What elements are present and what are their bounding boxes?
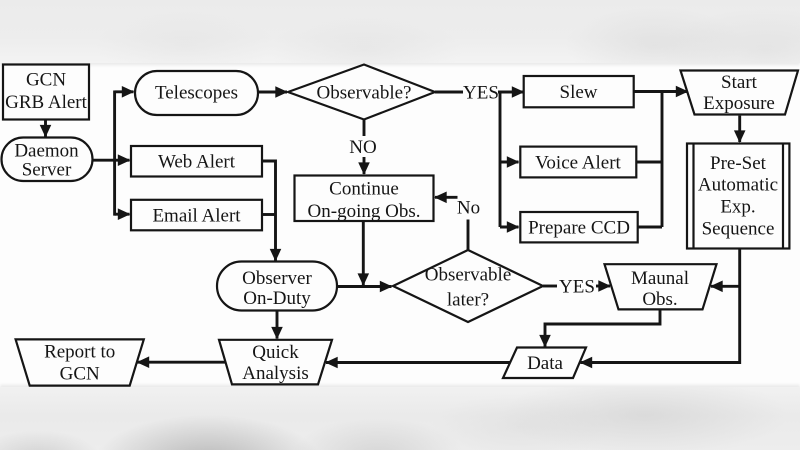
svg-text:No: No <box>457 198 480 219</box>
svg-text:Server: Server <box>22 160 72 181</box>
svg-text:Daemon: Daemon <box>14 141 79 162</box>
svg-text:Prepare CCD: Prepare CCD <box>528 218 630 239</box>
svg-text:Exp.: Exp. <box>720 197 755 218</box>
svg-text:Observer: Observer <box>242 268 312 289</box>
svg-text:Email Alert: Email Alert <box>152 206 241 227</box>
svg-text:Continue: Continue <box>329 179 399 200</box>
svg-text:later?: later? <box>447 290 489 311</box>
svg-text:Analysis: Analysis <box>242 363 309 384</box>
svg-text:Exposure: Exposure <box>703 93 775 114</box>
svg-text:GRB Alert: GRB Alert <box>5 92 88 113</box>
svg-text:Obs.: Obs. <box>642 289 677 310</box>
svg-text:Maunal: Maunal <box>631 268 689 289</box>
svg-text:On-Duty: On-Duty <box>243 288 311 309</box>
svg-text:Start: Start <box>721 72 758 93</box>
svg-text:Sequence: Sequence <box>702 219 775 240</box>
svg-text:Pre-Set: Pre-Set <box>710 153 767 174</box>
svg-text:Quick: Quick <box>252 342 299 363</box>
svg-text:Voice Alert: Voice Alert <box>535 153 621 174</box>
svg-text:On-going Obs.: On-going Obs. <box>308 201 421 222</box>
svg-text:Telescopes: Telescopes <box>155 83 238 104</box>
svg-text:GCN: GCN <box>60 364 100 385</box>
svg-text:NO: NO <box>349 137 376 158</box>
svg-text:Data: Data <box>527 353 563 374</box>
svg-text:Observable: Observable <box>425 265 512 286</box>
svg-text:GCN: GCN <box>26 70 66 91</box>
svg-text:Report to: Report to <box>44 342 115 363</box>
svg-text:Automatic: Automatic <box>698 175 778 196</box>
svg-text:YES: YES <box>463 83 499 104</box>
svg-text:Web Alert: Web Alert <box>158 152 236 173</box>
svg-text:YES: YES <box>559 277 595 298</box>
svg-text:Slew: Slew <box>560 82 598 103</box>
svg-text:Observable?: Observable? <box>317 83 412 104</box>
